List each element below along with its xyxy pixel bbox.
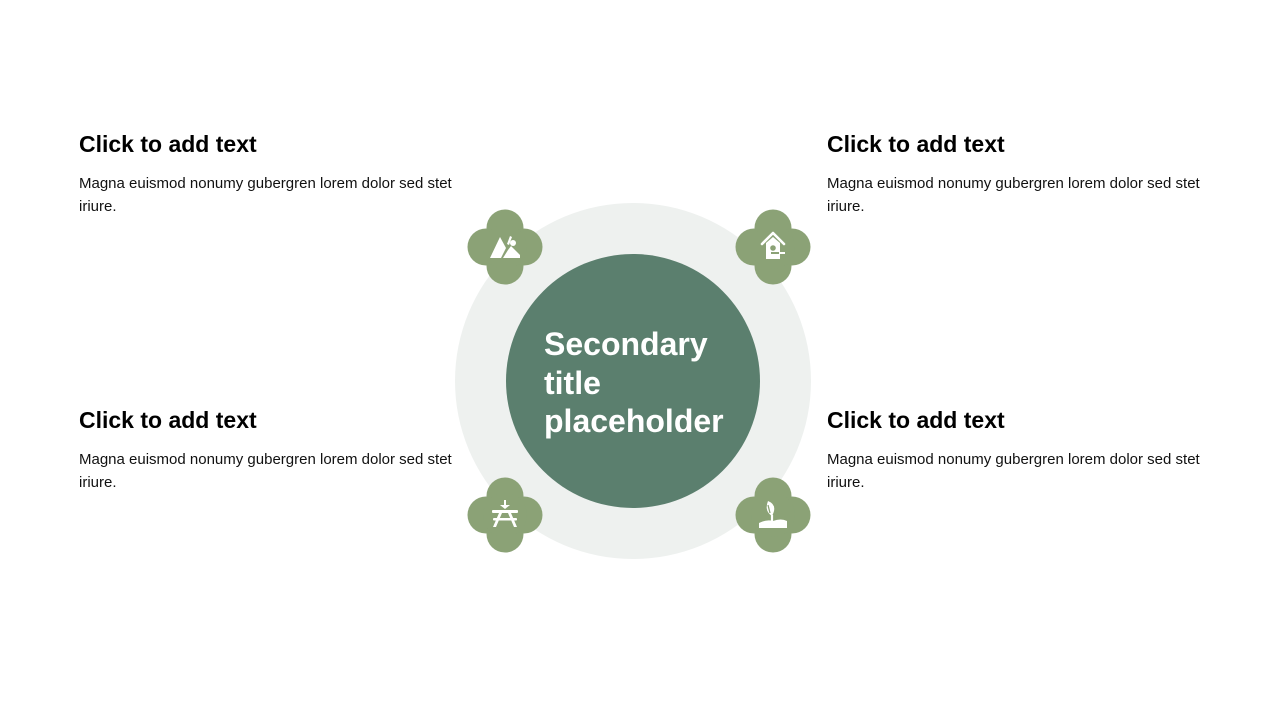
item-body[interactable]: Magna euismod nonumy gubergren lorem dol… bbox=[79, 175, 452, 215]
picnic-table-icon bbox=[492, 500, 518, 527]
text-block-bottom-left: Click to add text Magna euismod nonumy g… bbox=[79, 406, 459, 494]
text-block-bottom-right: Click to add text Magna euismod nonumy g… bbox=[827, 406, 1207, 494]
badge-bottom-right bbox=[735, 477, 811, 553]
item-body[interactable]: Magna euismod nonumy gubergren lorem dol… bbox=[79, 451, 452, 491]
item-heading[interactable]: Click to add text bbox=[79, 407, 257, 433]
item-body[interactable]: Magna euismod nonumy gubergren lorem dol… bbox=[827, 451, 1200, 491]
center-title[interactable]: Secondary title placeholder bbox=[544, 326, 724, 439]
mountain-hiker-icon bbox=[490, 236, 520, 258]
item-body[interactable]: Magna euismod nonumy gubergren lorem dol… bbox=[827, 175, 1200, 215]
birdhouse-icon bbox=[760, 231, 786, 259]
circle-diagram bbox=[455, 203, 811, 559]
item-heading[interactable]: Click to add text bbox=[79, 131, 257, 157]
badge-bottom-left bbox=[467, 477, 543, 553]
badge-top-right bbox=[735, 209, 811, 285]
center-circle bbox=[506, 254, 760, 508]
seedling-icon bbox=[759, 501, 787, 528]
text-block-top-right: Click to add text Magna euismod nonumy g… bbox=[827, 130, 1207, 218]
item-heading[interactable]: Click to add text bbox=[827, 407, 1005, 433]
badge-top-left bbox=[467, 209, 543, 285]
item-heading[interactable]: Click to add text bbox=[827, 131, 1005, 157]
text-block-top-left: Click to add text Magna euismod nonumy g… bbox=[79, 130, 459, 218]
